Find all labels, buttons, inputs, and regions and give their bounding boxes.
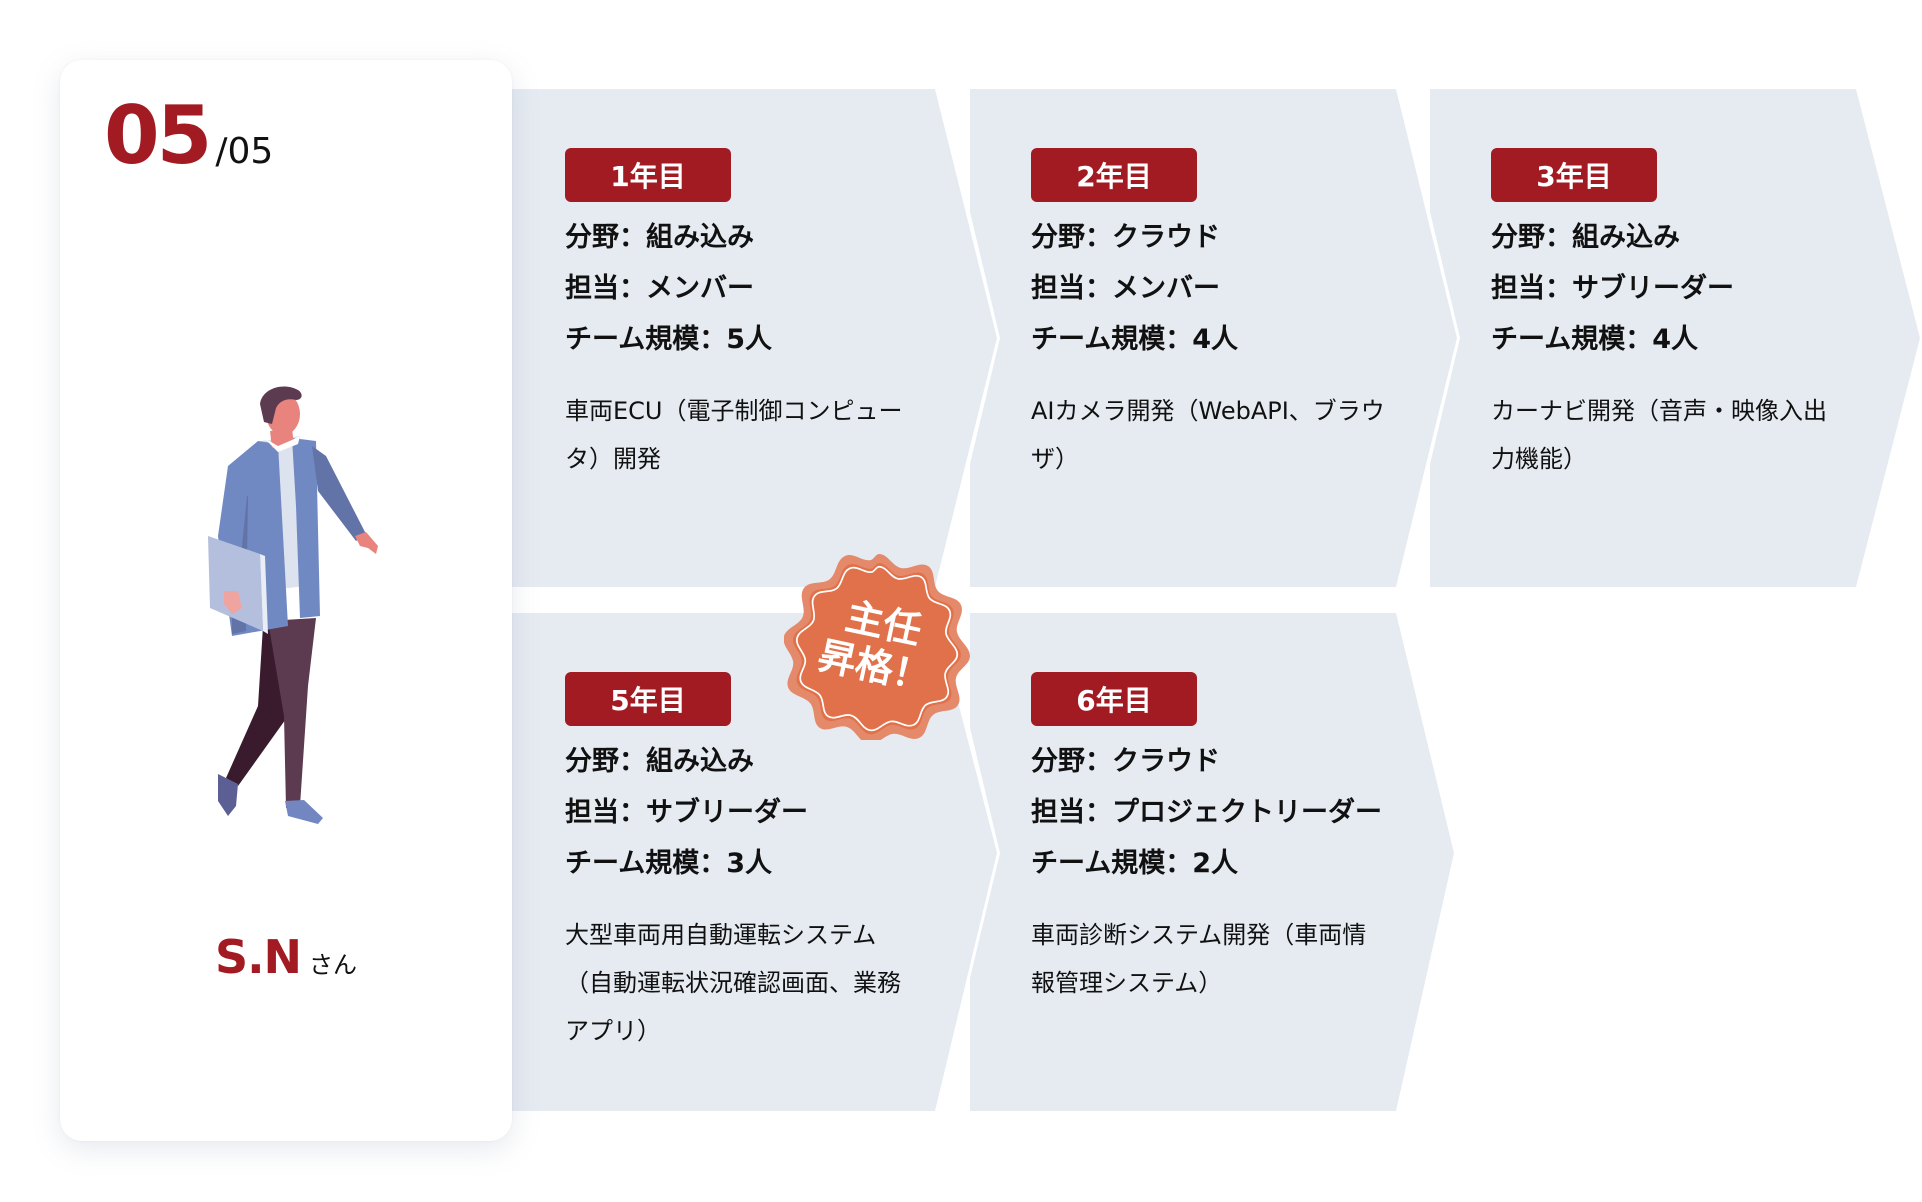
team-size-text: チーム規模：2人 xyxy=(1031,848,1238,879)
badge-text: 主任 昇格！ xyxy=(766,532,991,757)
team-size-text: チーム規模：4人 xyxy=(1491,324,1698,355)
year-label: 2年目 xyxy=(1031,148,1197,202)
profile-initials: S.N xyxy=(214,930,302,984)
year-label: 5年目 xyxy=(565,672,731,726)
year-label: 3年目 xyxy=(1491,148,1657,202)
counter-current: 05 xyxy=(104,89,212,182)
role-text: 担当：プロジェクトリーダー xyxy=(1031,797,1382,828)
project-description: 車両診断システム開発（車両情報管理システム） xyxy=(1031,921,1367,997)
year-label: 6年目 xyxy=(1031,672,1197,726)
field-text: 分野：クラウド xyxy=(1031,746,1220,777)
field-text: 分野：組み込み xyxy=(1491,222,1680,253)
profile-honorific: さん xyxy=(309,951,358,979)
walking-person-illustration xyxy=(208,386,378,824)
field-text: 分野：組み込み xyxy=(565,222,754,253)
counter-total: /05 xyxy=(215,131,274,172)
timeline-step-year-3: 3年目 分野：組み込み 担当：サブリーダー チーム規模：4人 カーナビ開発（音声… xyxy=(1430,89,1920,587)
promotion-badge: 主任 昇格！ xyxy=(783,550,974,745)
timeline-step-year-2: 2年目 分野：クラウド 担当：メンバー チーム規模：4人 AIカメラ開発（Web… xyxy=(970,89,1457,587)
timeline-step-year-1: 1年目 分野：組み込み 担当：メンバー チーム規模：5人 車両ECU（電子制御コ… xyxy=(512,89,997,587)
project-description: 大型車両用自動運転システム（自動運転状況確認画面、業務アプリ） xyxy=(565,921,901,1045)
project-description: 車両ECU（電子制御コンピュータ）開発 xyxy=(565,397,903,473)
role-text: 担当：サブリーダー xyxy=(565,797,808,828)
project-description: カーナビ開発（音声・映像入出力機能） xyxy=(1491,397,1827,473)
role-text: 担当：メンバー xyxy=(565,273,754,304)
role-text: 担当：メンバー xyxy=(1031,273,1220,304)
field-text: 分野：クラウド xyxy=(1031,222,1220,253)
team-size-text: チーム規模：4人 xyxy=(1031,324,1238,355)
role-text: 担当：サブリーダー xyxy=(1491,273,1734,304)
team-size-text: チーム規模：3人 xyxy=(565,848,772,879)
scalloped-seal-icon xyxy=(783,554,970,745)
timeline-step-year-6: 6年目 分野：クラウド 担当：プロジェクトリーダー チーム規模：2人 車両診断シ… xyxy=(970,613,1454,1111)
field-text: 分野：組み込み xyxy=(565,746,754,777)
page-counter: 05/05 xyxy=(104,96,273,176)
team-size-text: チーム規模：5人 xyxy=(565,324,772,355)
timeline-step-year-5: 5年目 分野：組み込み 担当：サブリーダー チーム規模：3人 大型車両用自動運転… xyxy=(512,613,997,1111)
year-label: 1年目 xyxy=(565,148,731,202)
project-description: AIカメラ開発（WebAPI、ブラウザ） xyxy=(1031,397,1385,473)
